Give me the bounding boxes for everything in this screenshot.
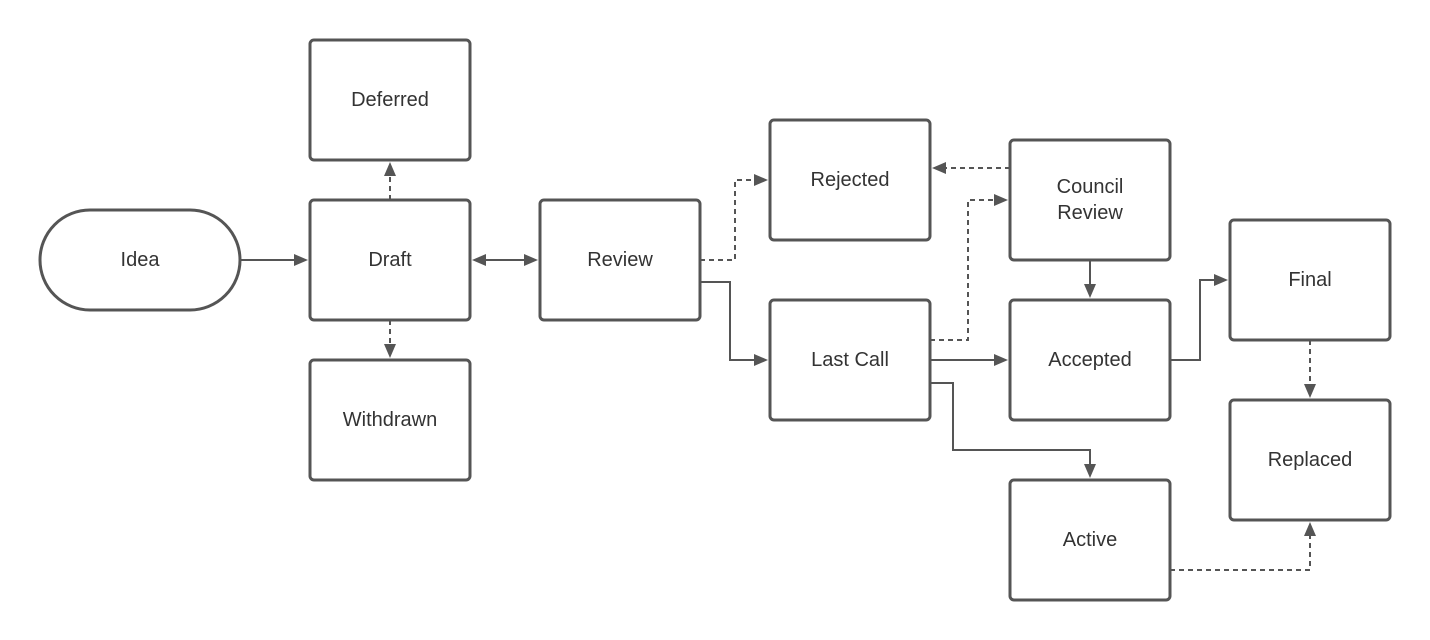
connector-line <box>700 179 758 261</box>
edge-idea-to-draft <box>240 254 308 266</box>
node-withdrawn: Withdrawn <box>308 358 472 482</box>
active-label: Active <box>1063 529 1117 551</box>
active-shape <box>1008 478 1172 602</box>
arrowhead-icon <box>754 354 768 366</box>
edge-last-call-to-accepted <box>930 354 1008 366</box>
rejected-shape <box>768 118 932 242</box>
idea-label: Idea <box>121 249 161 271</box>
council-review-label: Review <box>1057 202 1123 224</box>
edge-final-to-replaced <box>1304 340 1316 398</box>
rejected-label: Rejected <box>811 169 890 191</box>
arrowhead-icon <box>994 354 1008 366</box>
withdrawn-shape <box>308 358 472 482</box>
arrowhead-icon <box>932 162 946 174</box>
edges-layer <box>240 162 1316 571</box>
node-draft: Draft <box>308 198 472 322</box>
arrowhead-icon <box>524 254 538 266</box>
edge-draft-to-withdrawn <box>384 320 396 358</box>
deferred-shape <box>308 38 472 162</box>
arrowhead-icon <box>1214 274 1228 286</box>
arrowhead-icon <box>754 174 768 186</box>
accepted-label: Accepted <box>1048 349 1131 371</box>
council-review-label: Council <box>1057 176 1124 198</box>
arrowhead-icon <box>1304 384 1316 398</box>
connector-line <box>1170 532 1311 571</box>
arrowhead-icon <box>472 254 486 266</box>
final-label: Final <box>1288 269 1331 291</box>
arrowhead-icon <box>1084 464 1096 478</box>
last-call-label: Last Call <box>811 349 889 371</box>
draft-label: Draft <box>368 249 412 271</box>
final-shape <box>1228 218 1392 342</box>
connector-line <box>1170 279 1218 361</box>
node-idea: Idea <box>38 208 242 312</box>
edge-council-review-to-accepted <box>1084 260 1096 298</box>
replaced-label: Replaced <box>1268 449 1353 471</box>
node-active: Active <box>1008 478 1172 602</box>
idea-shape <box>38 208 242 312</box>
node-deferred: Deferred <box>308 38 472 162</box>
node-rejected: Rejected <box>768 118 932 242</box>
arrowhead-icon <box>384 162 396 176</box>
node-final: Final <box>1228 218 1392 342</box>
edge-active-to-replaced <box>1170 522 1316 571</box>
review-label: Review <box>587 249 653 271</box>
connector-line <box>700 281 758 361</box>
edge-review-to-rejected <box>700 174 768 261</box>
last-call-shape <box>768 298 932 422</box>
arrowhead-icon <box>994 194 1008 206</box>
arrowhead-icon <box>294 254 308 266</box>
connector-line <box>930 382 1091 468</box>
replaced-shape <box>1228 398 1392 522</box>
arrowhead-icon <box>384 344 396 358</box>
edge-accepted-to-final <box>1170 274 1228 361</box>
council-review-shape <box>1008 138 1172 262</box>
edge-review-to-last-call <box>700 281 768 366</box>
connector-line <box>930 199 998 341</box>
node-replaced: Replaced <box>1228 398 1392 522</box>
review-shape <box>538 198 702 322</box>
node-review: Review <box>538 198 702 322</box>
edge-council-review-to-rejected <box>932 162 1010 174</box>
edge-last-call-to-council-review <box>930 194 1008 341</box>
withdrawn-label: Withdrawn <box>343 409 437 431</box>
arrowhead-icon <box>1084 284 1096 298</box>
draft-shape <box>308 198 472 322</box>
deferred-label: Deferred <box>351 89 429 111</box>
edge-draft-to-review <box>472 254 538 266</box>
edge-draft-to-deferred <box>384 162 396 200</box>
edge-last-call-to-active <box>930 382 1096 478</box>
arrowhead-icon <box>1304 522 1316 536</box>
node-last-call: Last Call <box>768 298 932 422</box>
node-accepted: Accepted <box>1008 298 1172 422</box>
accepted-shape <box>1008 298 1172 422</box>
